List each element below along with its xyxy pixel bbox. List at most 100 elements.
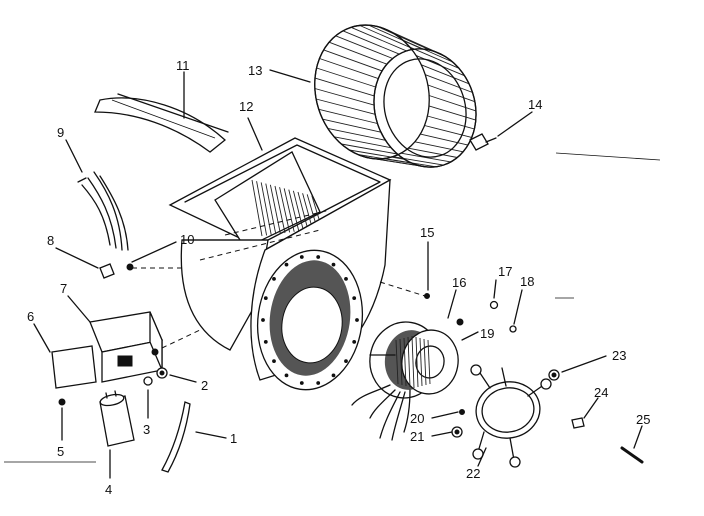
grill-bar xyxy=(269,184,281,234)
inlet-rivet xyxy=(261,318,265,322)
grill-bar xyxy=(260,182,272,235)
wheel-vane xyxy=(349,149,405,160)
grommet xyxy=(99,263,115,279)
nut-23 xyxy=(548,369,560,381)
callout-15: 15 xyxy=(420,225,434,240)
callout-3: 3 xyxy=(143,422,150,437)
bushing xyxy=(126,263,185,271)
callout-10: 10 xyxy=(180,232,194,247)
motor-fin xyxy=(411,335,415,389)
motor-strap xyxy=(161,401,191,473)
wheel-vane xyxy=(428,95,477,112)
leader-17 xyxy=(493,279,497,299)
motor-fin xyxy=(399,338,403,386)
leader-25 xyxy=(633,425,643,449)
inlet-rivet xyxy=(299,381,304,385)
inlet-rivet xyxy=(272,277,276,281)
wheel-vane xyxy=(318,108,378,124)
motor-mount-ring xyxy=(470,364,552,468)
inlet-rivet xyxy=(316,255,321,259)
inlet-rivet xyxy=(344,277,348,281)
inlet-rivet xyxy=(272,359,276,364)
grill-bar xyxy=(265,183,277,235)
grill-bar xyxy=(302,193,314,230)
leader-10 xyxy=(131,241,177,263)
callout-20: 20 xyxy=(410,411,424,426)
washer xyxy=(143,376,153,386)
inlet-rivet xyxy=(316,381,321,385)
motor-fin xyxy=(407,336,411,388)
wheel-vane xyxy=(334,136,392,149)
inlet-rivet xyxy=(331,262,336,267)
leader-19 xyxy=(461,331,479,341)
inlet-rivet xyxy=(352,296,357,301)
callout-17: 17 xyxy=(498,264,512,279)
callout-24: 24 xyxy=(594,385,608,400)
leader-1 xyxy=(195,431,227,439)
wheel-vane xyxy=(421,64,470,85)
nut-18 xyxy=(509,325,517,333)
callout-11: 11 xyxy=(176,58,190,73)
inlet-rivet xyxy=(331,373,336,378)
wheel-vane xyxy=(322,118,381,133)
leader-16 xyxy=(447,289,457,319)
blower-housing xyxy=(168,137,392,391)
wheel-vane xyxy=(314,77,375,97)
nut-21 xyxy=(451,426,463,438)
motor-fin xyxy=(395,339,399,385)
wheel-vane xyxy=(425,74,473,93)
wheel-vane xyxy=(408,147,458,158)
grill-bar xyxy=(297,191,309,231)
leader-2 xyxy=(169,374,197,383)
set-screw xyxy=(469,133,497,151)
wheel-vane xyxy=(350,26,407,52)
grill-bar xyxy=(279,187,291,233)
hex-nut xyxy=(156,367,168,379)
wheel-vane xyxy=(319,58,379,80)
inlet-rivet xyxy=(284,262,289,267)
callout-5: 5 xyxy=(57,444,64,459)
motor-fin xyxy=(427,339,431,385)
wheel-vane xyxy=(427,115,475,130)
grill-bar xyxy=(274,185,286,234)
inlet-rivet xyxy=(299,255,304,259)
callout-23: 23 xyxy=(612,348,626,363)
blower-wheel xyxy=(314,24,477,168)
callout-19: 19 xyxy=(480,326,494,341)
mount-bracket xyxy=(89,311,201,383)
callout-7: 7 xyxy=(60,281,67,296)
callout-25: 25 xyxy=(636,412,650,427)
leader-23 xyxy=(561,355,607,373)
wheel-vane xyxy=(414,141,464,153)
inlet-rivet xyxy=(263,296,268,301)
wheel-vane xyxy=(428,105,476,121)
leader-12 xyxy=(247,117,263,151)
callout-14: 14 xyxy=(528,97,542,112)
wire-harness xyxy=(77,171,129,251)
motor-fin xyxy=(423,338,427,386)
wheel-vane xyxy=(359,24,415,50)
callout-12: 12 xyxy=(239,99,253,114)
callout-16: 16 xyxy=(452,275,466,290)
wheel-vane xyxy=(409,46,460,69)
screw-25 xyxy=(620,446,644,464)
cutoff-plate xyxy=(94,93,229,153)
wheel-vane xyxy=(314,88,375,106)
wheel-vane xyxy=(315,98,376,115)
grill-bar xyxy=(288,189,300,232)
leader-22 xyxy=(477,447,487,467)
wheel-vane xyxy=(327,127,386,141)
screw-20 xyxy=(459,409,465,415)
mounting-plate xyxy=(51,345,97,389)
scan-marks xyxy=(4,152,661,463)
wheel-vane xyxy=(316,67,376,88)
callout-2: 2 xyxy=(201,378,208,393)
callout-18: 18 xyxy=(520,274,534,289)
leader-6 xyxy=(33,323,51,353)
blower-motor xyxy=(351,318,464,441)
leader-7 xyxy=(67,295,91,323)
leader-24 xyxy=(583,397,599,419)
housing-screw xyxy=(379,281,430,299)
leader-lines xyxy=(33,69,643,479)
